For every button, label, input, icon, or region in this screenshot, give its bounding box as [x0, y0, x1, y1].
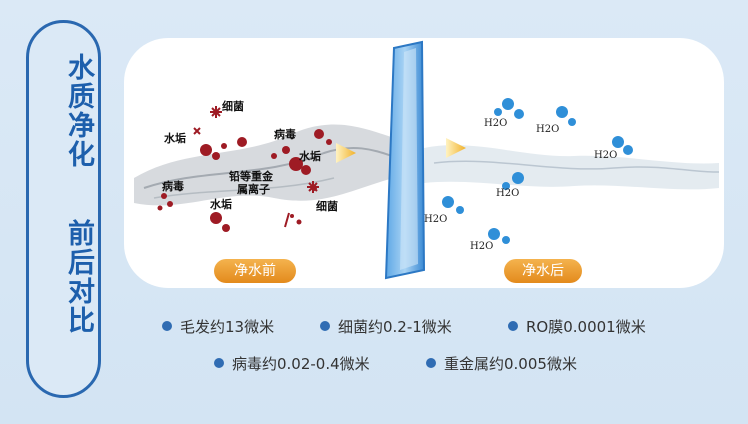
h2o-label: H2O [496, 188, 520, 199]
legend-text: 病毒约0.02-0.4微米 [232, 355, 370, 373]
side-title-frame: 水质净化 前后对比 [26, 20, 101, 398]
bullet-icon [508, 321, 518, 331]
before-purification-badge: 净水前 [214, 259, 296, 283]
legend-item: RO膜0.0001微米 [508, 316, 646, 337]
legend-text: RO膜0.0001微米 [526, 318, 646, 336]
label-scale-1: 水垢 [164, 132, 186, 145]
bullet-icon [162, 321, 172, 331]
clean-water-stream [424, 145, 719, 190]
h2o-label: H2O [484, 118, 508, 129]
water-flow-illustration [134, 40, 720, 280]
bullet-icon [426, 358, 436, 368]
label-heavy-metal-1: 铅等重金 [229, 170, 273, 183]
water-molecules [442, 98, 633, 244]
legend-item: 重金属约0.005微米 [426, 353, 577, 374]
flow-arrow-out [446, 138, 466, 158]
side-title-line1: 水质净化 [63, 53, 94, 169]
legend-text: 重金属约0.005微米 [444, 355, 577, 373]
legend-item: 病毒约0.02-0.4微米 [214, 353, 370, 374]
label-bacteria-2: 细菌 [316, 200, 338, 213]
after-purification-badge: 净水后 [504, 259, 582, 283]
label-virus-1: 病毒 [274, 128, 296, 141]
side-title-line2: 前后对比 [63, 219, 94, 335]
label-bacteria-1: 细菌 [222, 100, 244, 113]
label-virus-2: 病毒 [162, 180, 184, 193]
contaminant-particles [157, 129, 332, 232]
comparison-illustration: 细菌 水垢 病毒 水垢 铅等重金 属离子 病毒 水垢 细菌 H2O H2O H2… [124, 38, 724, 288]
label-scale-2: 水垢 [299, 150, 321, 163]
bullet-icon [214, 358, 224, 368]
bullet-icon [320, 321, 330, 331]
flow-arrow-in [336, 143, 356, 163]
legend-text: 细菌约0.2-1微米 [338, 318, 452, 336]
legend-item: 细菌约0.2-1微米 [320, 316, 452, 337]
h2o-label: H2O [470, 241, 494, 252]
label-heavy-metal-2: 属离子 [237, 183, 270, 196]
h2o-label: H2O [594, 150, 618, 161]
bacteria-stars [193, 106, 319, 228]
legend-text: 毛发约13微米 [180, 318, 275, 336]
h2o-label: H2O [424, 214, 448, 225]
legend-item: 毛发约13微米 [162, 316, 274, 337]
label-scale-3: 水垢 [210, 198, 232, 211]
h2o-label: H2O [536, 124, 560, 135]
